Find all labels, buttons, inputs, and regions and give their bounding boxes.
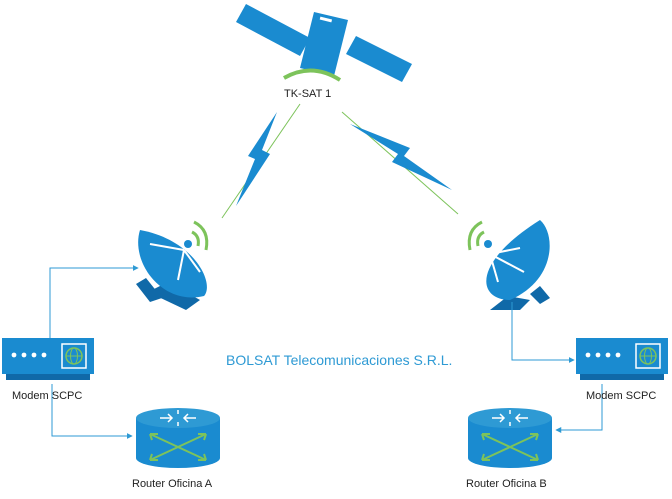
lightning-link-icon (350, 124, 452, 190)
wire-modem-a-to-dish (49, 265, 139, 338)
satellite-label: TK-SAT 1 (284, 88, 332, 100)
satellite-dish-icon (467, 220, 550, 310)
satellite-dish-icon (136, 220, 209, 310)
wire-modem-a-to-router (51, 384, 133, 439)
lightning-link-icon (236, 112, 277, 206)
modem-right-label: Modem SCPC (586, 390, 657, 402)
modem-icon (576, 338, 668, 380)
company-name: BOLSAT Telecomunicaciones S.R.L. (226, 352, 453, 368)
wire-dish-to-modem-b (511, 302, 575, 363)
satellite-icon (236, 4, 412, 82)
router-icon (136, 408, 220, 468)
router-left-label: Router Oficina A (132, 478, 213, 490)
router-icon (468, 408, 552, 468)
wire-modem-b-to-router (555, 384, 603, 433)
router-right-label: Router Oficina B (466, 478, 547, 490)
modem-left-label: Modem SCPC (12, 390, 83, 402)
modem-icon (2, 338, 94, 380)
